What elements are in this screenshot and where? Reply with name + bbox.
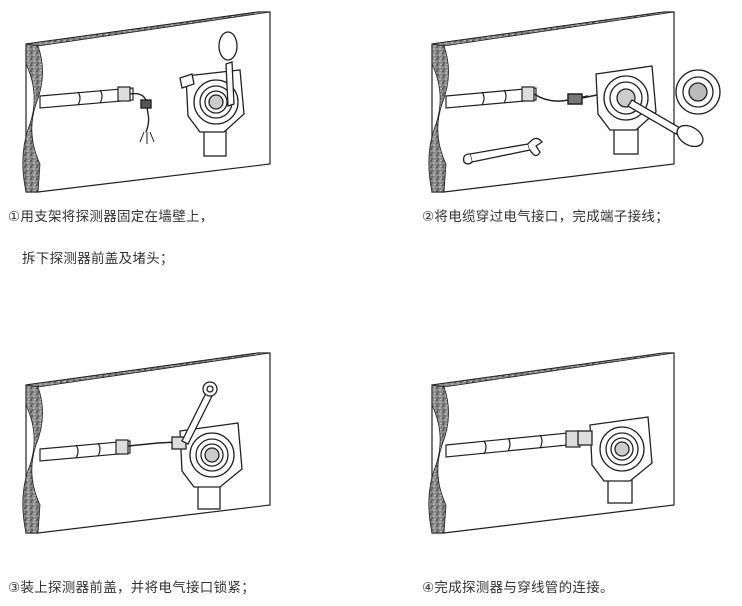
step-1-drawing [18, 4, 288, 204]
step-2-illustration [418, 4, 728, 204]
step-3-drawing [18, 345, 288, 545]
step-1-illustration [18, 4, 288, 204]
step-3-illustration [18, 345, 288, 545]
step-4-caption: ④完成探测器与穿线管的连接。 [422, 576, 614, 596]
step-2-drawing [418, 4, 728, 204]
step-3-caption: ③装上探测器前盖，并将电气接口锁紧； [8, 576, 255, 596]
step-4-illustration [418, 345, 698, 545]
screwdriver-shaft [226, 62, 234, 106]
step-1-caption-line-1: ①用支架将探测器固定在墙壁上， [8, 205, 214, 225]
step-2-caption: ②将电缆穿过电气接口，完成端子接线； [422, 205, 669, 225]
step-1-caption-line-2: 拆下探测器前盖及堵头； [22, 247, 174, 267]
front-cover [676, 70, 720, 114]
screwdriver-handle [219, 32, 237, 60]
step-4-drawing [418, 345, 698, 545]
